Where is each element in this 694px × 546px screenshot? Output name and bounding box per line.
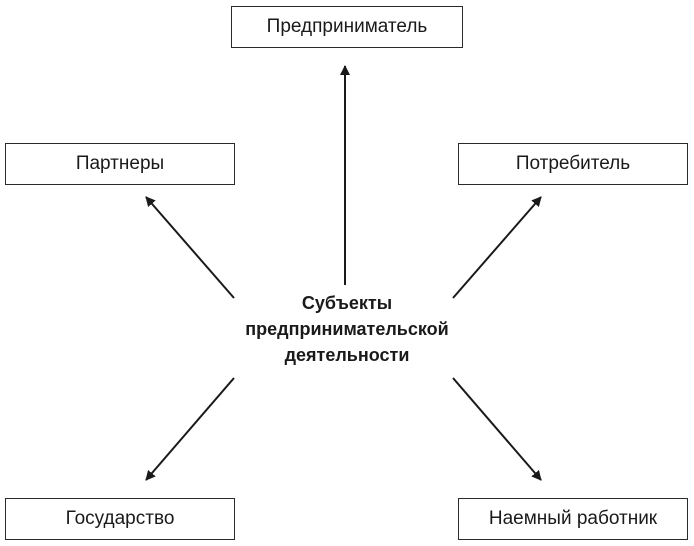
center-title-line-2: предпринимательской <box>245 319 449 339</box>
node-employee: Наемный работник <box>458 498 688 540</box>
arrow-to-right <box>452 196 542 299</box>
node-partners-label: Партнеры <box>75 153 165 174</box>
node-partners: Партнеры <box>5 143 235 185</box>
arrow-to-left <box>145 196 235 299</box>
arrow-to-bottom-left <box>145 377 235 481</box>
node-employee-label: Наемный работник <box>488 508 658 529</box>
arrow-to-bottom-right <box>452 377 542 481</box>
center-title-line-3: деятельности <box>284 345 410 365</box>
center-title-line-1: Субъекты <box>301 293 393 313</box>
node-state: Государство <box>5 498 235 540</box>
node-entrepreneur-label: Предприниматель <box>266 16 428 37</box>
node-entrepreneur: Предприниматель <box>231 6 463 48</box>
node-consumer-label: Потребитель <box>515 153 631 174</box>
center-title: Субъекты предпринимательской деятельност… <box>222 290 472 368</box>
node-state-label: Государство <box>65 508 175 529</box>
node-consumer: Потребитель <box>458 143 688 185</box>
